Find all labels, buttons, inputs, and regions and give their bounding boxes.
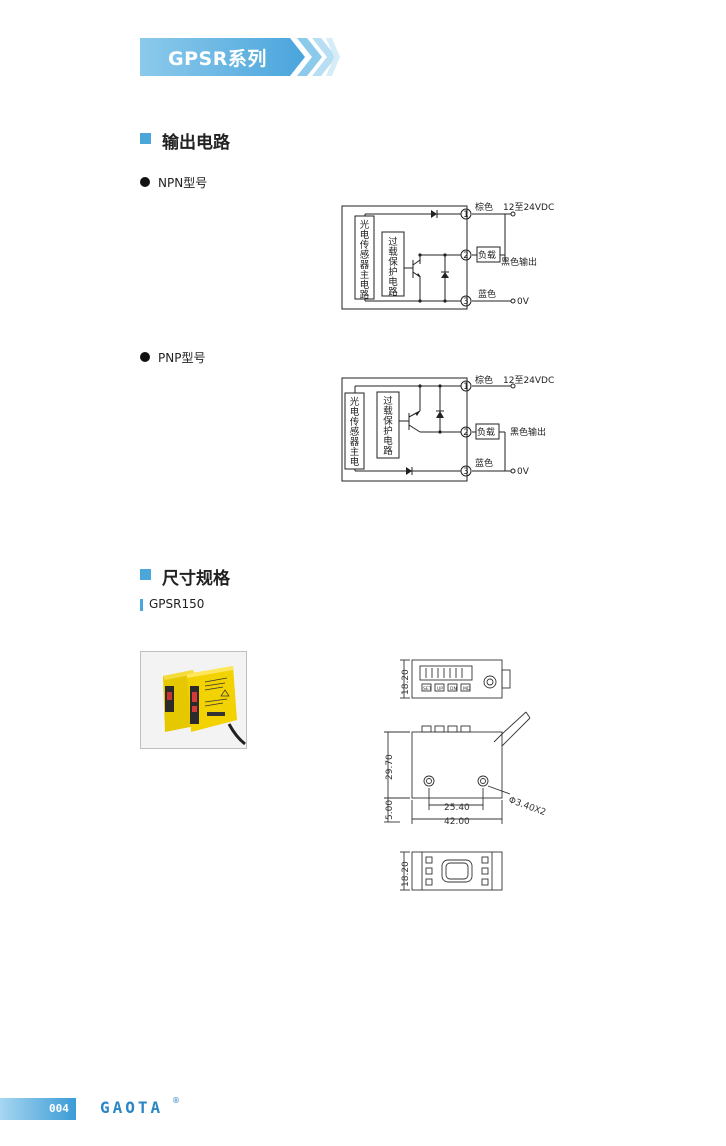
svg-text:载: 载 (388, 246, 398, 258)
svg-text:18.20: 18.20 (401, 669, 411, 695)
svg-text:负载: 负载 (477, 426, 495, 438)
svg-text:3: 3 (463, 297, 468, 307)
section-marker (140, 569, 151, 580)
svg-text:2: 2 (463, 428, 468, 438)
svg-text:电: 电 (360, 279, 370, 291)
svg-text:电: 电 (360, 229, 370, 241)
product-photo (140, 651, 247, 749)
footer-bar (0, 1098, 76, 1120)
svg-text:黑色输出: 黑色输出 (501, 256, 537, 268)
svg-text:传: 传 (350, 416, 360, 428)
svg-text:Φ3.40X2: Φ3.40X2 (507, 795, 547, 818)
svg-text:过: 过 (383, 395, 393, 407)
svg-text:电: 电 (388, 276, 398, 288)
svg-text:MD: MD (463, 686, 471, 692)
brand-logo: GAOTA (100, 1098, 164, 1117)
svg-text:棕色: 棕色 (475, 201, 493, 213)
svg-text:18.20: 18.20 (401, 861, 411, 887)
svg-text:载: 载 (383, 405, 393, 417)
svg-text:0V: 0V (517, 297, 530, 307)
svg-text:保: 保 (383, 415, 393, 427)
svg-text:2: 2 (463, 251, 468, 261)
svg-text:护: 护 (388, 266, 398, 278)
dimension-drawing: 18.20 29.70 5.00 25.40 42.00 Φ3.40X2 18.… (384, 659, 547, 891)
svg-text:5.00: 5.00 (385, 800, 395, 820)
svg-text:过: 过 (388, 236, 398, 248)
svg-text:路: 路 (360, 289, 370, 301)
svg-text:12至24VDC: 12至24VDC (503, 375, 554, 386)
svg-text:器: 器 (360, 260, 370, 271)
svg-text:主: 主 (350, 446, 360, 458)
svg-text:电: 电 (350, 406, 360, 418)
bullet-dot (140, 352, 150, 362)
model-marker (140, 599, 143, 611)
svg-text:12至24VDC: 12至24VDC (503, 202, 554, 213)
npn-circuit-diagram: 光 电 传 感 器 主 电 路 过 载 保 护 电 路 1 2 3 棕色 12至… (341, 201, 554, 310)
svg-text:电: 电 (383, 435, 393, 447)
section-title-output: 输出电路 (162, 133, 230, 153)
svg-text:1: 1 (463, 210, 468, 220)
svg-text:路: 路 (383, 445, 393, 457)
svg-text:黑色输出: 黑色输出 (510, 426, 546, 438)
svg-text:1: 1 (463, 382, 468, 392)
svg-text:UP: UP (437, 686, 443, 692)
svg-text:主: 主 (360, 269, 370, 281)
registered-mark: ® (172, 1096, 180, 1105)
svg-text:保: 保 (388, 256, 398, 268)
svg-text:3: 3 (463, 467, 468, 477)
svg-text:路: 路 (388, 286, 398, 298)
svg-text:SET: SET (423, 686, 432, 692)
svg-text:护: 护 (383, 425, 393, 437)
svg-text:29.70: 29.70 (385, 754, 395, 780)
section-marker (140, 133, 151, 144)
svg-text:器: 器 (350, 437, 360, 448)
svg-text:25.40: 25.40 (444, 803, 470, 813)
header-banner (140, 38, 340, 76)
svg-text:光: 光 (360, 219, 370, 231)
svg-text:感: 感 (360, 249, 370, 261)
svg-text:0V: 0V (517, 467, 530, 477)
svg-text:传: 传 (360, 239, 370, 251)
svg-text:蓝色: 蓝色 (478, 288, 496, 300)
section-title-dimensions: 尺寸规格 (162, 569, 230, 589)
svg-text:光: 光 (350, 396, 360, 408)
svg-text:DN: DN (450, 686, 457, 692)
svg-text:感: 感 (350, 426, 360, 438)
model-label: GPSR150 (149, 597, 205, 611)
page-number: 004 (49, 1102, 69, 1115)
pnp-circuit-diagram: 光 电 传 感 器 主 电 过 载 保 护 电 路 1 2 3 棕色 12至24… (341, 374, 554, 482)
bullet-dot (140, 177, 150, 187)
pnp-label: PNP型号 (158, 351, 206, 365)
page-title: GPSR系列 (168, 48, 267, 70)
svg-text:42.00: 42.00 (444, 817, 470, 827)
svg-text:蓝色: 蓝色 (475, 457, 493, 469)
svg-text:棕色: 棕色 (475, 374, 493, 386)
svg-text:负载: 负载 (478, 249, 496, 261)
npn-label: NPN型号 (158, 176, 208, 190)
svg-text:电: 电 (350, 456, 360, 468)
